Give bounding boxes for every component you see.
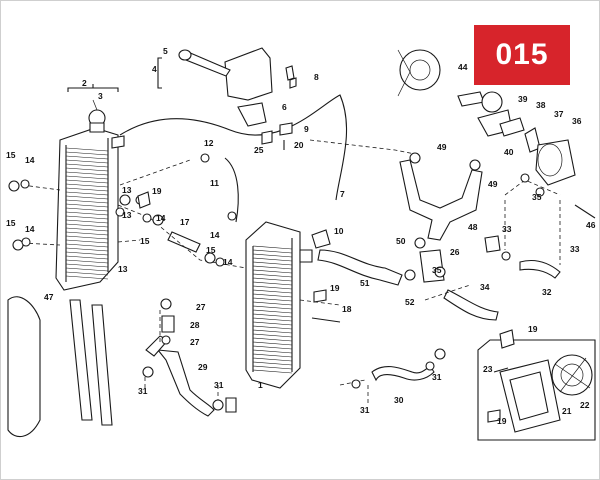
callout-label-19: 19: [330, 283, 340, 293]
callout-label-27: 27: [190, 337, 200, 347]
callout-label-5: 5: [163, 46, 168, 56]
callout-label-50: 50: [396, 236, 406, 246]
callout-label-19: 19: [152, 186, 162, 196]
right-radiator: [245, 221, 313, 389]
callout-label-18: 18: [342, 304, 352, 314]
callout-label-32: 32: [542, 287, 552, 297]
callout-label-49: 49: [437, 142, 447, 152]
page-number-badge: 015: [474, 25, 570, 85]
callout-label-13: 13: [118, 264, 128, 274]
fan-detail-inset: [477, 339, 596, 441]
callout-label-49: 49: [488, 179, 498, 189]
callout-label-34: 34: [480, 282, 490, 292]
callout-label-31: 31: [214, 380, 224, 390]
callout-label-30: 30: [394, 395, 404, 405]
callout-label-15: 15: [6, 218, 16, 228]
callout-label-14: 14: [223, 257, 233, 267]
callout-label-28: 28: [190, 320, 200, 330]
radiator-louvers: [7, 296, 113, 438]
callout-label-44: 44: [458, 62, 468, 72]
callout-label-46: 46: [586, 220, 596, 230]
callout-label-26: 26: [450, 247, 460, 257]
callout-label-15: 15: [6, 150, 16, 160]
callout-label-38: 38: [536, 100, 546, 110]
callout-label-15: 15: [140, 236, 150, 246]
callout-label-52: 52: [405, 297, 415, 307]
expansion-tank: [178, 47, 273, 127]
callout-label-22: 22: [580, 400, 590, 410]
callout-label-37: 37: [554, 109, 564, 119]
left-radiator: [55, 109, 125, 291]
callout-label-31: 31: [138, 386, 148, 396]
callout-label-1: 1: [258, 380, 263, 390]
hoses: [119, 94, 561, 417]
callout-label-14: 14: [156, 213, 166, 223]
callout-label-25: 25: [254, 145, 264, 155]
callout-label-6: 6: [282, 102, 287, 112]
callout-label-51: 51: [360, 278, 370, 288]
callout-label-11: 11: [210, 178, 219, 188]
callout-label-19: 19: [528, 324, 538, 334]
callout-label-19: 19: [497, 416, 507, 426]
callout-label-36: 36: [572, 116, 582, 126]
callout-label-4: 4: [152, 64, 157, 74]
callout-label-35: 35: [532, 192, 542, 202]
callout-label-48: 48: [468, 222, 478, 232]
callout-label-39: 39: [518, 94, 528, 104]
callout-label-31: 31: [360, 405, 370, 415]
callout-label-2: 2: [82, 78, 87, 88]
callout-label-23: 23: [483, 364, 493, 374]
callout-labels: 1234567891011121313131414141414151515151…: [6, 46, 596, 426]
callout-label-14: 14: [25, 224, 35, 234]
callout-label-13: 13: [122, 210, 132, 220]
callout-label-10: 10: [334, 226, 344, 236]
callout-label-17: 17: [180, 217, 190, 227]
callout-label-3: 3: [98, 91, 103, 101]
callout-label-20: 20: [294, 140, 304, 150]
callout-label-31: 31: [432, 372, 442, 382]
water-pump: [397, 49, 576, 186]
callout-label-7: 7: [340, 189, 345, 199]
callout-label-9: 9: [304, 124, 309, 134]
callout-label-8: 8: [314, 72, 319, 82]
callout-label-14: 14: [25, 155, 35, 165]
callout-label-33: 33: [502, 224, 512, 234]
callout-label-35: 35: [432, 265, 442, 275]
callout-label-13: 13: [122, 185, 132, 195]
callout-label-15: 15: [206, 245, 216, 255]
callout-label-47: 47: [44, 292, 54, 302]
callout-label-12: 12: [204, 138, 214, 148]
small-parts: [8, 65, 596, 423]
callout-label-29: 29: [198, 362, 208, 372]
callout-label-33: 33: [570, 244, 580, 254]
callout-label-27: 27: [196, 302, 206, 312]
callout-label-40: 40: [504, 147, 514, 157]
group-brackets: [67, 57, 162, 111]
callout-label-14: 14: [210, 230, 220, 240]
callout-label-21: 21: [562, 406, 572, 416]
